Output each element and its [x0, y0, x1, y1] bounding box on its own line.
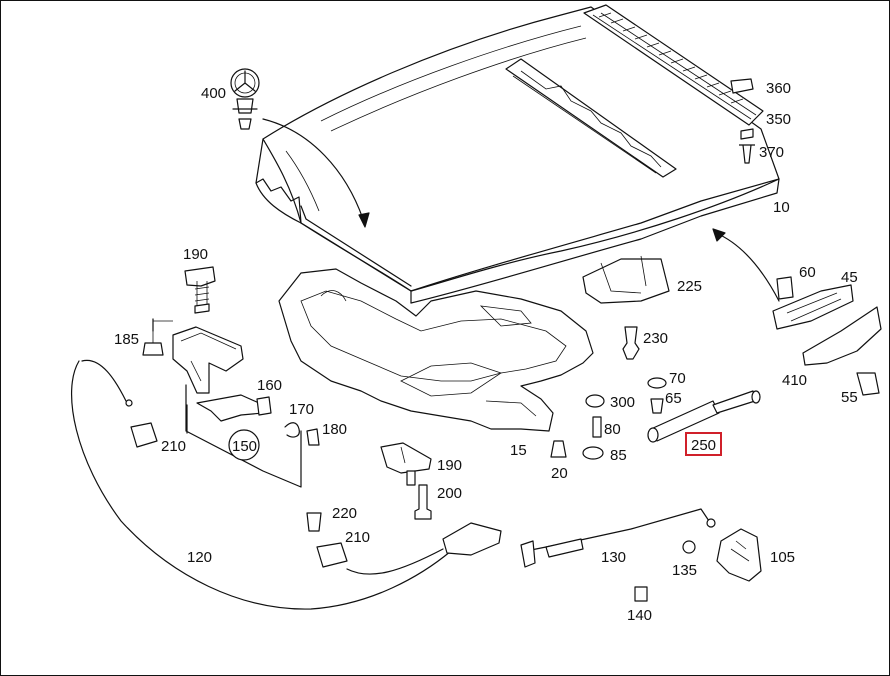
callout-130: 130: [601, 549, 626, 566]
screw-370: [739, 144, 755, 164]
release-handle: [442, 522, 502, 556]
callout-360: 360: [766, 80, 791, 97]
ball-stud-65: [650, 398, 664, 414]
bolt-200: [414, 484, 432, 520]
gas-strut-250: [647, 390, 761, 443]
callout-225: 225: [677, 278, 702, 295]
callout-350: 350: [766, 111, 791, 128]
callout-105: 105: [770, 549, 795, 566]
arrow-hinge-to-hood: [715, 232, 780, 302]
bolt-55: [856, 372, 880, 396]
callout-10: 10: [773, 199, 790, 216]
callout-135: 135: [672, 562, 697, 579]
ring-135: [682, 540, 696, 554]
bracket-105: [716, 528, 762, 582]
callout-185: 185: [114, 331, 139, 348]
release-cable-120: [70, 360, 452, 610]
o-ring-300: [585, 394, 605, 408]
stud-230: [622, 326, 640, 360]
highlight-box-250: [685, 432, 722, 456]
callout-15: 15: [510, 442, 527, 459]
callout-160: 160: [257, 377, 282, 394]
spring-170: [284, 422, 300, 438]
callout-150: 150: [232, 438, 257, 455]
callout-220: 220: [332, 505, 357, 522]
washer-85: [582, 446, 604, 460]
callout-45: 45: [841, 269, 858, 286]
callout-150-circle: [228, 429, 260, 461]
callout-190-lower: 190: [437, 457, 462, 474]
latch-190-top: [184, 266, 216, 314]
bracket-225: [582, 255, 670, 304]
clamp-210-left: [130, 422, 158, 448]
callout-300: 300: [610, 394, 635, 411]
callout-140: 140: [627, 607, 652, 624]
cable-ball-end: [706, 518, 716, 528]
seal-350: [740, 128, 754, 140]
clip-20: [550, 440, 567, 458]
callout-170: 170: [289, 401, 314, 418]
callout-120: 120: [187, 549, 212, 566]
cable-adjuster-130: [545, 538, 584, 558]
clip-360: [730, 78, 754, 94]
cable-end-120: [81, 359, 127, 402]
bolt-60: [776, 276, 794, 300]
callout-80: 80: [604, 421, 621, 438]
hood-lock-bracket: [172, 326, 244, 394]
hinge-bracket-410: [802, 306, 882, 366]
latch-190-lower: [380, 442, 432, 486]
hood-panel: [255, 6, 780, 304]
callout-190-top: 190: [183, 246, 208, 263]
callout-370: 370: [759, 144, 784, 161]
cowl-grille: [583, 4, 764, 126]
clip-180: [306, 428, 320, 446]
hinge-45: [772, 284, 854, 330]
cable-segment: [346, 548, 444, 575]
bushing-160: [256, 396, 272, 416]
insulation-pad: [278, 268, 594, 432]
leader-185: [152, 320, 173, 343]
callout-85: 85: [610, 447, 627, 464]
callout-65: 65: [665, 390, 682, 407]
callout-410: 410: [782, 372, 807, 389]
cable-eye: [125, 399, 133, 407]
callout-210-left: 210: [161, 438, 186, 455]
callout-250: 250: [691, 437, 716, 454]
bracket-105-detail: [730, 540, 750, 562]
callout-200: 200: [437, 485, 462, 502]
callout-180: 180: [322, 421, 347, 438]
callout-210-lower: 210: [345, 529, 370, 546]
clip-140: [634, 586, 648, 602]
bolt-220: [306, 512, 322, 532]
callout-230: 230: [643, 330, 668, 347]
grommet-70: [647, 377, 667, 389]
callout-20: 20: [551, 465, 568, 482]
grommet-185: [142, 342, 164, 356]
clamp-210-lower: [316, 542, 348, 568]
arrow-emblem-to-hood: [262, 118, 364, 220]
release-lever-160: [196, 394, 264, 422]
callout-60: 60: [799, 264, 816, 281]
cable-end-130: [520, 540, 536, 568]
callout-70: 70: [669, 370, 686, 387]
star-emblem: [230, 68, 260, 130]
callout-400: 400: [201, 85, 226, 102]
pin-80: [592, 416, 602, 438]
callout-55: 55: [841, 389, 858, 406]
